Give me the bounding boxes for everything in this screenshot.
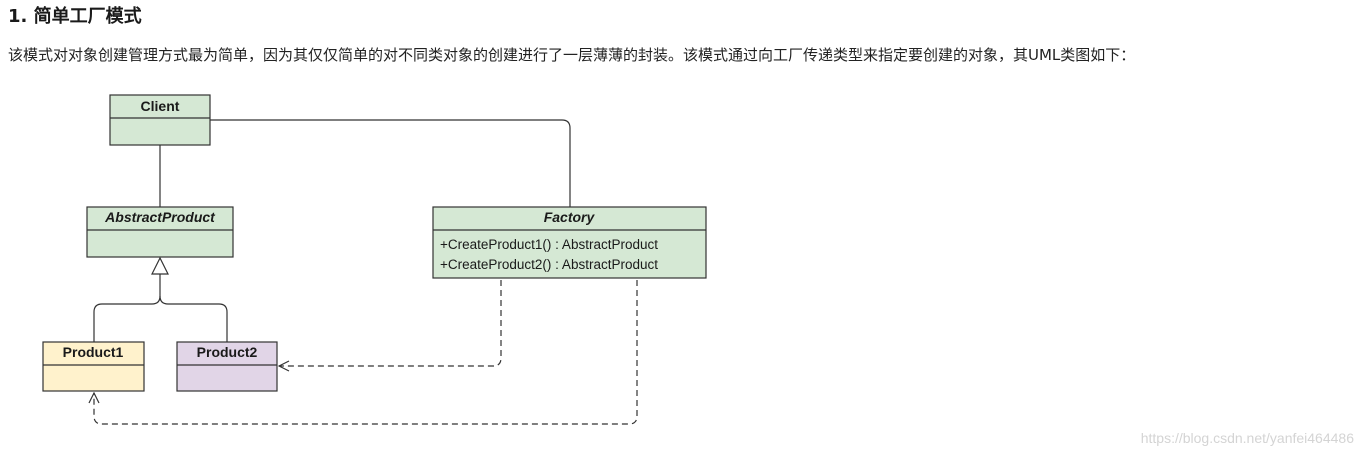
client-factory-association (210, 119, 571, 207)
class-client: Client (109, 94, 211, 146)
abstract-product-class-name: AbstractProduct (104, 209, 216, 225)
class-product2: Product2 (176, 341, 278, 392)
factory-method-2: +CreateProduct2() : AbstractProduct (440, 257, 658, 272)
client-class-name: Client (141, 98, 180, 114)
factory-method-1: +CreateProduct1() : AbstractProduct (440, 237, 658, 252)
class-product1: Product1 (42, 341, 145, 392)
factory-product1-dependency (94, 280, 638, 425)
product2-class-name: Product2 (197, 344, 258, 360)
inheritance-triangle (151, 256, 169, 275)
factory-product2-dependency (279, 280, 502, 366)
generalization-connector (93, 256, 228, 342)
product1-class-name: Product1 (63, 344, 124, 360)
section-heading: 1. 简单工厂模式 (8, 6, 142, 27)
class-factory: Factory +CreateProduct1() : AbstractProd… (432, 206, 707, 279)
factory-class-name: Factory (544, 209, 596, 225)
watermark-url: https://blog.csdn.net/yanfei464486 (1140, 430, 1354, 446)
intro-paragraph: 该模式对对象创建管理方式最为简单，因为其仅仅简单的对不同类对象的创建进行了一层薄… (8, 46, 1136, 64)
class-abstract-product: AbstractProduct (86, 206, 234, 258)
